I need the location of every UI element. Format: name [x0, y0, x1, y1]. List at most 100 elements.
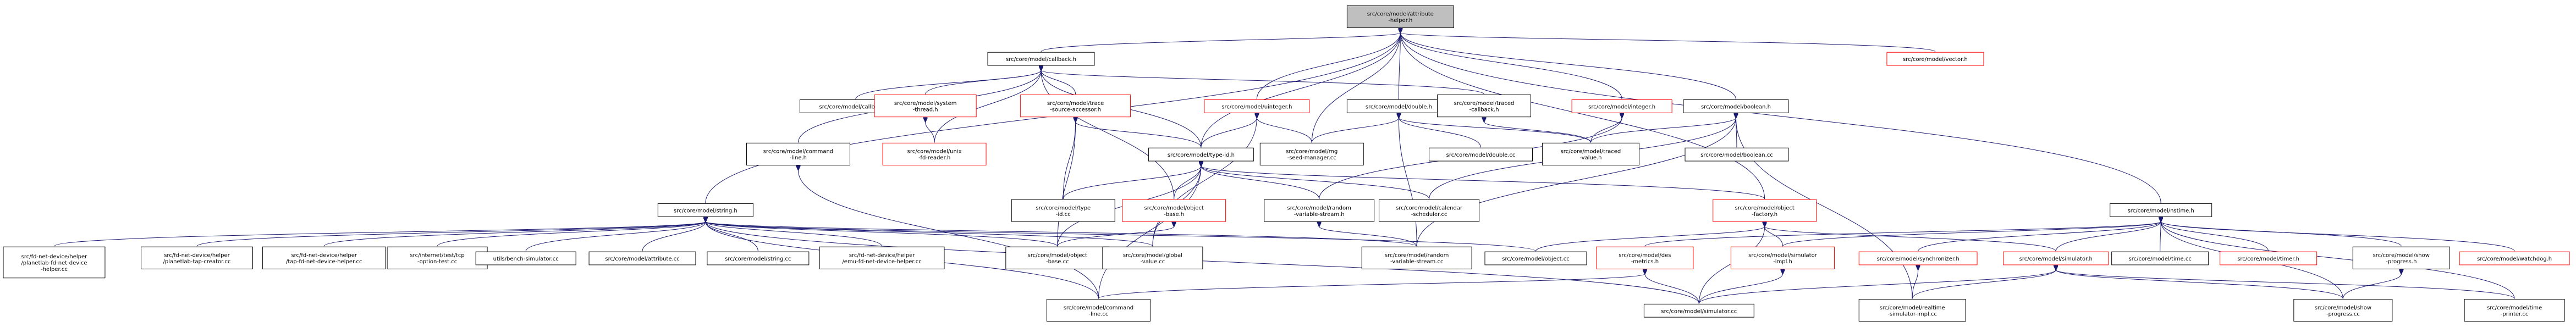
node-box[interactable]: [707, 251, 810, 265]
node-type-id-h[interactable]: src/core/model/type-id.h: [1148, 147, 1254, 162]
node-box[interactable]: [1005, 246, 1110, 269]
node-des-metrics-h[interactable]: src/core/model/des-metrics.h: [1596, 246, 1694, 269]
node-box[interactable]: [1571, 99, 1672, 113]
node-object-factory-h[interactable]: src/core/model/object-factory.h: [1713, 199, 1817, 222]
node-box[interactable]: [1713, 199, 1817, 222]
node-box[interactable]: [1259, 142, 1364, 165]
node-trace-source-accessor[interactable]: src/core/model/trace-source-accessor.h: [1020, 95, 1131, 118]
node-box[interactable]: [262, 246, 386, 269]
node-box[interactable]: [2003, 251, 2109, 265]
node-time-cc[interactable]: src/core/model/time.cc: [2111, 251, 2209, 265]
node-command-line-h[interactable]: src/core/model/command-line.h: [746, 142, 850, 165]
node-box[interactable]: [1685, 147, 1789, 162]
node-simulator-cc[interactable]: src/core/model/simulator.cc: [1643, 303, 1754, 318]
node-box[interactable]: [882, 142, 987, 165]
node-box[interactable]: [141, 246, 253, 269]
node-box[interactable]: [1429, 147, 1533, 162]
node-string-cc[interactable]: src/core/model/string.cc: [707, 251, 810, 265]
node-box[interactable]: [2220, 251, 2318, 265]
node-uinteger-h[interactable]: src/core/model/uinteger.h: [1204, 99, 1310, 113]
node-tcp-option-test[interactable]: src/internet/test/tcp-option-test.cc: [387, 246, 488, 269]
node-box[interactable]: [987, 52, 1095, 66]
node-box[interactable]: [1596, 246, 1694, 269]
node-box[interactable]: [1264, 199, 1375, 222]
node-watchdog-h[interactable]: src/core/model/watchdog.h: [2459, 251, 2570, 265]
node-box[interactable]: [475, 251, 576, 265]
node-box[interactable]: [2352, 246, 2450, 269]
node-planetlab-fd-net-device-helper[interactable]: src/fd-net-device/helper/planetlab-fd-ne…: [3, 246, 106, 279]
node-box[interactable]: [874, 95, 977, 118]
node-realtime-simulator-impl[interactable]: src/core/model/realtime-simulator-impl.c…: [1858, 298, 1966, 322]
node-box[interactable]: [2464, 298, 2565, 322]
node-box[interactable]: [1886, 52, 1984, 66]
node-synchronizer-h[interactable]: src/core/model/synchronizer.h: [1858, 251, 1978, 265]
node-simulator-h[interactable]: src/core/model/simulator.h: [2003, 251, 2109, 265]
node-global-value-cc[interactable]: src/core/model/global-value.cc: [1102, 246, 1203, 269]
node-nstime-h[interactable]: src/core/model/nstime.h: [2110, 203, 2212, 217]
node-calendar-scheduler[interactable]: src/core/model/calendar-scheduler.cc: [1379, 199, 1480, 222]
node-attribute-cc[interactable]: src/core/model/attribute.cc: [588, 251, 696, 265]
node-box[interactable]: [657, 203, 753, 217]
node-box[interactable]: [1011, 199, 1115, 222]
node-string-h[interactable]: src/core/model/string.h: [657, 203, 753, 217]
node-box[interactable]: [1102, 246, 1203, 269]
node-box[interactable]: [3, 246, 106, 279]
node-show-progress-cc[interactable]: src/core/model/show-progress.cc: [2293, 298, 2393, 322]
node-system-thread[interactable]: src/core/model/system-thread.h: [874, 95, 977, 118]
node-box[interactable]: [588, 251, 696, 265]
node-box[interactable]: [1346, 5, 1454, 29]
node-box[interactable]: [1643, 303, 1754, 318]
node-emu-fd-net-device-helper[interactable]: src/fd-net-device/helper/emu-fd-net-devi…: [819, 246, 945, 269]
node-attribute-helper[interactable]: src/core/model/attribute-helper.h: [1346, 5, 1454, 29]
node-box[interactable]: [2110, 203, 2212, 217]
node-traced-value[interactable]: src/core/model/traced-value.h: [1542, 142, 1639, 165]
node-rng-seed-manager[interactable]: src/core/model/rng-seed-manager.cc: [1259, 142, 1364, 165]
node-box[interactable]: [1122, 199, 1226, 222]
node-random-variable-stream-cc[interactable]: src/core/model/random-variable-stream.cc: [1361, 246, 1472, 269]
node-box[interactable]: [1731, 246, 1835, 269]
node-box[interactable]: [2459, 251, 2570, 265]
node-random-variable-stream-h[interactable]: src/core/model/random-variable-stream.h: [1264, 199, 1375, 222]
node-box[interactable]: [1046, 298, 1151, 322]
node-double-h[interactable]: src/core/model/double.h: [1346, 99, 1451, 113]
node-box[interactable]: [819, 246, 945, 269]
node-boolean-cc[interactable]: src/core/model/boolean.cc: [1685, 147, 1789, 162]
node-box[interactable]: [1020, 95, 1131, 118]
node-command-line-cc[interactable]: src/core/model/command-line.cc: [1046, 298, 1151, 322]
edge-trace-source-accessor-to-object-base-cc: [1057, 122, 1076, 247]
node-planetlab-tap-creator[interactable]: src/fd-net-device/helper/planetlab-tap-c…: [141, 246, 253, 269]
node-box[interactable]: [2111, 251, 2209, 265]
node-box[interactable]: [1858, 298, 1966, 322]
node-object-base-h[interactable]: src/core/model/object-base.h: [1122, 199, 1226, 222]
node-object-base-cc[interactable]: src/core/model/object-base.cc: [1005, 246, 1110, 269]
node-tap-fd-net-device-helper[interactable]: src/fd-net-device/helper/tap-fd-net-devi…: [262, 246, 386, 269]
node-time-printer[interactable]: src/core/model/time-printer.cc: [2464, 298, 2565, 322]
node-box[interactable]: [2293, 298, 2393, 322]
node-integer-h[interactable]: src/core/model/integer.h: [1571, 99, 1672, 113]
edge-object-factory-h-to-object-cc: [1535, 226, 1764, 252]
node-box[interactable]: [1858, 251, 1978, 265]
node-box[interactable]: [746, 142, 850, 165]
node-box[interactable]: [1542, 142, 1639, 165]
node-callback-h[interactable]: src/core/model/callback.h: [987, 52, 1095, 66]
node-type-id-cc[interactable]: src/core/model/type-id.cc: [1011, 199, 1115, 222]
node-bench-simulator[interactable]: utils/bench-simulator.cc: [475, 251, 576, 265]
edge-nstime-h-to-time-cc: [2160, 221, 2161, 252]
node-boolean-h[interactable]: src/core/model/boolean.h: [1683, 99, 1789, 113]
node-box[interactable]: [1683, 99, 1789, 113]
node-box[interactable]: [1361, 246, 1472, 269]
node-box[interactable]: [1148, 147, 1254, 162]
node-box[interactable]: [1436, 95, 1532, 118]
node-show-progress-h[interactable]: src/core/model/show-progress.h: [2352, 246, 2450, 269]
node-simulator-impl-h[interactable]: src/core/model/simulator-impl.h: [1731, 246, 1835, 269]
node-unix-fd-reader[interactable]: src/core/model/unix-fd-reader.h: [882, 142, 987, 165]
node-vector-h[interactable]: src/core/model/vector.h: [1886, 52, 1984, 66]
node-traced-callback[interactable]: src/core/model/traced-callback.h: [1436, 95, 1532, 118]
node-label-line: src/core/model/attribute: [1367, 12, 1434, 18]
node-box[interactable]: [1379, 199, 1480, 222]
node-box[interactable]: [1484, 251, 1587, 265]
node-box[interactable]: [1204, 99, 1310, 113]
node-double-cc[interactable]: src/core/model/double.cc: [1429, 147, 1533, 162]
node-object-cc[interactable]: src/core/model/object.cc: [1484, 251, 1587, 265]
node-timer-h[interactable]: src/core/model/timer.h: [2220, 251, 2318, 265]
